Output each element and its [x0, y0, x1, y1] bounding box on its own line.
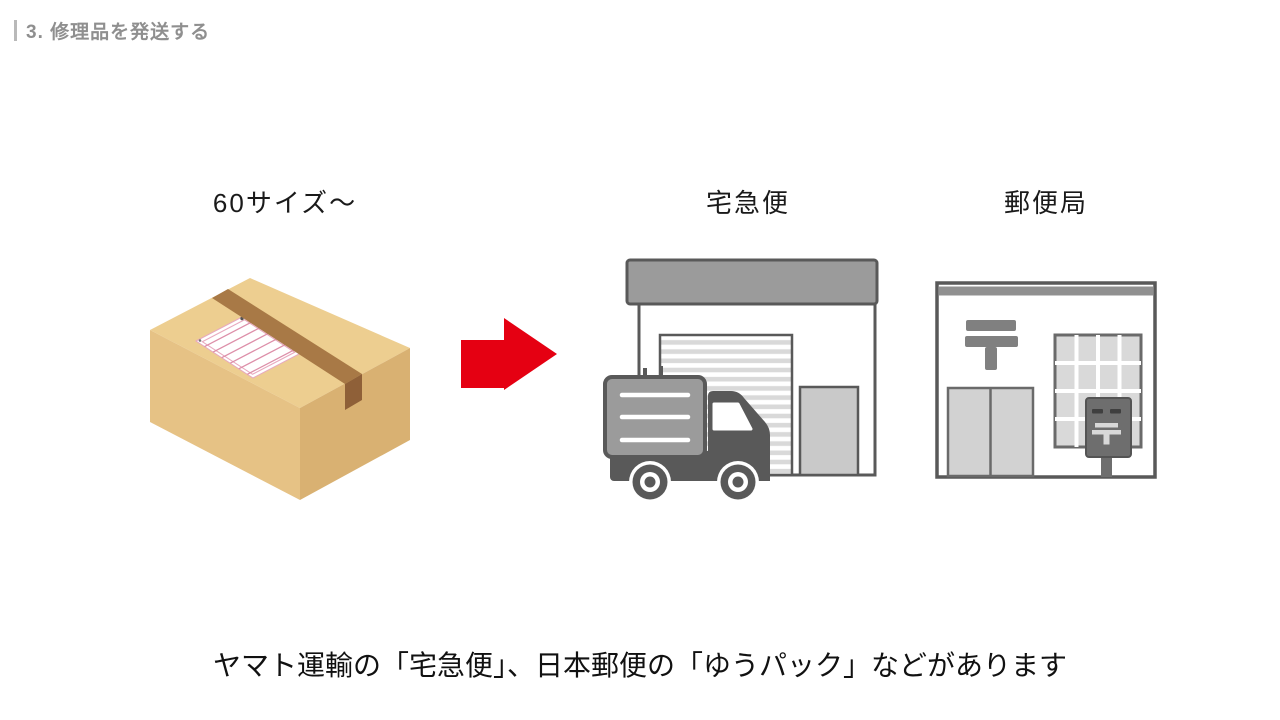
truck-cargo-lines	[619, 392, 691, 443]
post-office-fascia-band	[939, 286, 1153, 296]
label-post-office: 郵便局	[1003, 188, 1089, 218]
depot-roof-sign	[625, 258, 879, 306]
postal-mark	[965, 320, 1018, 370]
post-office-doors	[946, 386, 1035, 478]
packing-tape	[212, 289, 362, 384]
truck-front-wheel	[717, 461, 759, 503]
arrow-shape	[461, 318, 557, 390]
label-box-size: 60サイズ〜	[212, 188, 358, 218]
page-title: 3. 修理品を発送する	[26, 22, 211, 43]
post-office-icon	[935, 281, 1157, 479]
box-left-face	[150, 330, 300, 500]
slide-header: 3. 修理品を発送する	[14, 17, 210, 44]
packing-tape-end	[345, 374, 362, 410]
delivery-truck	[603, 366, 770, 503]
courier-depot-icon	[603, 258, 879, 503]
label-courier: 宅急便	[705, 188, 791, 218]
truck-rear-wheel	[629, 461, 671, 503]
truck-window	[712, 402, 753, 431]
caption-text: ヤマト運輸の「宅急便」、日本郵便の「ゆうパック」などがあります	[212, 650, 1068, 681]
header-accent-bar	[14, 20, 17, 41]
box-right-face	[300, 348, 410, 500]
postbox	[1085, 397, 1132, 477]
package-box-icon	[150, 278, 410, 500]
depot-side-door	[798, 385, 860, 477]
arrow-right-icon	[461, 318, 557, 390]
